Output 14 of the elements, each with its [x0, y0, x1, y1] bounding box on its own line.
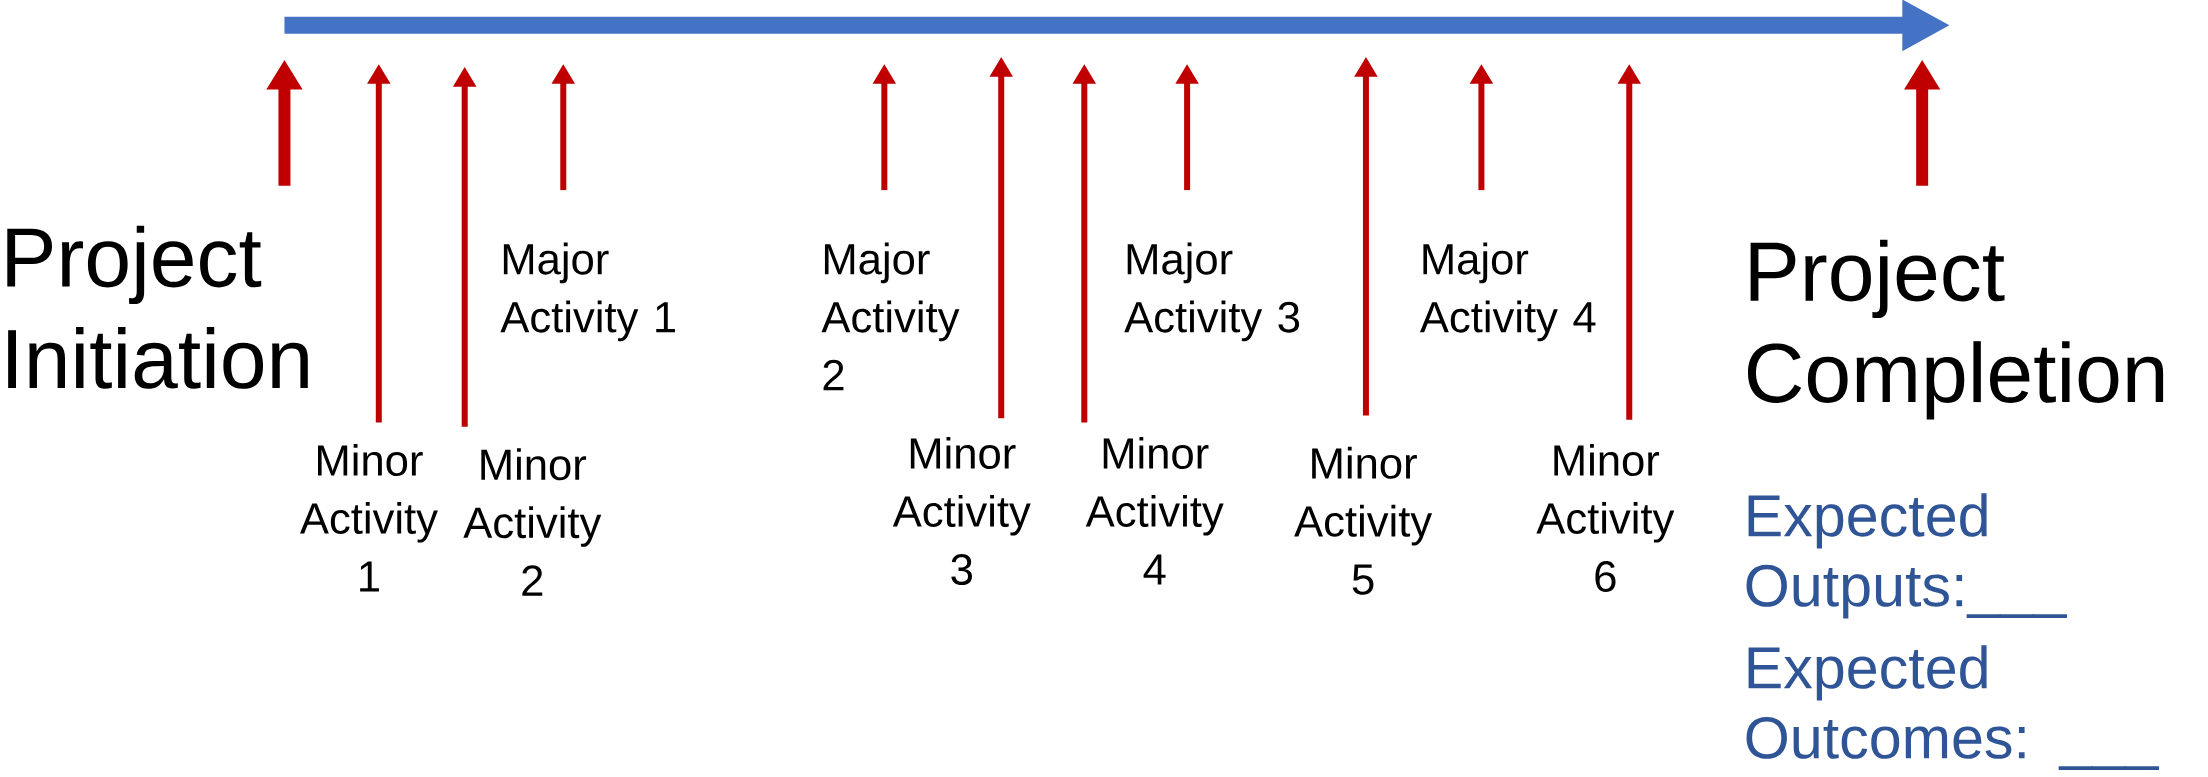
milestone-label: Minor Activity 6 — [1536, 443, 1675, 592]
milestone-label: Major Activity 3 — [1124, 242, 1300, 342]
note-text: Expected Outputs:___ — [1746, 493, 2067, 619]
milestone-label: Minor Activity 2 — [463, 448, 602, 596]
milestone-label: Minor Activity 4 — [1085, 436, 1224, 585]
milestone-label: Minor Activity 5 — [1294, 446, 1433, 595]
milestone-label: Project Completion — [1748, 239, 2164, 420]
milestone-label: Major Activity 2 — [821, 242, 960, 391]
milestone-label: Major Activity 1 — [500, 242, 676, 342]
note-text: Expected Outcomes: ___ — [1746, 645, 2160, 770]
milestone-label: Project Initiation — [7, 225, 308, 389]
milestone-label: Minor Activity 1 — [300, 443, 438, 592]
milestone-label: Major Activity 4 — [1419, 242, 1596, 342]
milestone-label: Minor Activity 3 — [892, 436, 1031, 585]
